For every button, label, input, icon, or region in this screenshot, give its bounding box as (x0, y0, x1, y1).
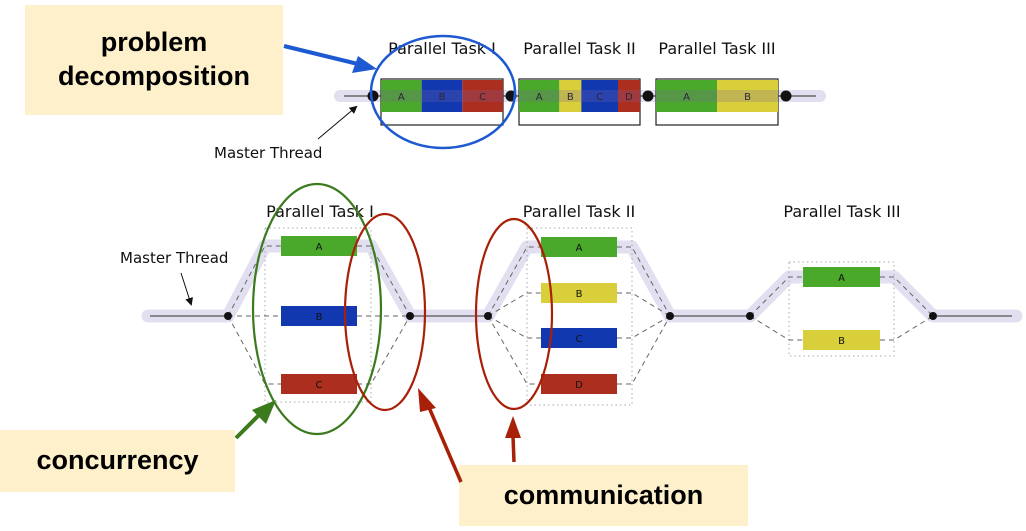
task-block-c (462, 80, 503, 112)
communication-arrow-2-shaft (511, 435, 516, 463)
task-block-a (519, 80, 560, 112)
communication-arrow-1-head-icon (418, 388, 436, 412)
thread-path-d (487, 315, 671, 385)
decomposition-ellipse (369, 34, 517, 150)
concurrency-ellipse (251, 182, 383, 436)
task-block-label: D (575, 380, 583, 391)
communication-ellipse-2 (474, 217, 554, 411)
annotations (234, 34, 554, 483)
callout-problem-decomposition-line2: decomposition (57, 61, 250, 91)
thread-overlay (656, 90, 778, 102)
task-block-b (281, 306, 357, 326)
sync-node (367, 90, 379, 102)
task-block-label: B (316, 312, 323, 323)
callout-communication: communication (459, 465, 748, 526)
task-block-b (559, 80, 582, 112)
task-block-c (581, 80, 618, 112)
join-node (406, 312, 414, 320)
task-block-b (421, 80, 463, 112)
thread-path-b (487, 292, 671, 317)
task-block-label: B (744, 92, 751, 103)
task-block-d (618, 80, 640, 112)
sync-node (642, 90, 654, 102)
task-block-label: C (316, 380, 323, 391)
task-title: Parallel Task III (658, 39, 775, 58)
master-thread-pointer-icon (180, 272, 193, 306)
fork-node (746, 312, 754, 320)
task-block-label: B (567, 92, 574, 103)
thread-path-c (227, 315, 411, 385)
task-block-label: A (683, 92, 690, 103)
task-block-label: A (398, 92, 405, 103)
thread-path-b (749, 315, 934, 341)
thread-path-a (227, 245, 411, 317)
task-title: Parallel Task I (266, 202, 374, 221)
master-thread-label-top: Master Thread (214, 144, 322, 162)
callout-concurrency: concurrency (0, 430, 235, 492)
join-node (929, 312, 937, 320)
task-frame (526, 227, 633, 406)
task-block-label: A (576, 243, 583, 254)
fork-node (484, 312, 492, 320)
task-block-b (541, 283, 617, 303)
thread-overlay (519, 90, 640, 102)
task-block-label: C (596, 92, 603, 103)
task-block-a (803, 267, 880, 287)
concurrency-arrow-head-icon (252, 400, 276, 424)
task-block-d (541, 374, 617, 394)
task-block-a (281, 236, 357, 256)
bottom-diagram: Parallel Task I A B C Parallel Task II A B C D Pa… (120, 202, 1023, 406)
task-block-label: B (439, 92, 446, 103)
task-block-label: C (479, 92, 486, 103)
task-block-a (381, 80, 422, 112)
task-frame (788, 261, 895, 357)
task-title: Parallel Task I (388, 39, 496, 58)
task-block-label: A (536, 92, 543, 103)
communication-arrow-1-shaft (426, 404, 463, 483)
task-frame (264, 227, 372, 403)
master-thread-label-bottom: Master Thread (120, 249, 228, 267)
callout-problem-decomposition: problem decomposition (25, 5, 283, 115)
task-block-c (541, 328, 617, 348)
task-block-c (281, 374, 357, 394)
thread-overlay (381, 90, 503, 102)
task-title: Parallel Task II (523, 202, 635, 221)
join-node (666, 312, 674, 320)
communication-ellipse-1 (343, 212, 427, 412)
task-block-label: B (576, 289, 583, 300)
task-block-b (717, 80, 778, 112)
task-block-label: B (838, 336, 845, 347)
decomposition-arrow-head-icon (352, 56, 377, 73)
task-title: Parallel Task II (523, 39, 635, 58)
thread-path-c (487, 315, 671, 339)
thread-path-a (487, 246, 671, 317)
callout-problem-decomposition-line1: problem (100, 27, 208, 58)
thread-path-a (749, 276, 934, 317)
master-thread-pointer-icon (317, 105, 358, 140)
task-block-label: A (838, 273, 845, 284)
concurrency-arrow-shaft (234, 412, 262, 440)
top-strip: Parallel Task I A B C Parallel Task II A B C D Pa… (214, 39, 826, 162)
task-block-a (656, 80, 717, 112)
task-block-b (803, 330, 880, 350)
communication-arrow-2-head-icon (505, 416, 521, 438)
fork-node (224, 312, 232, 320)
task-title: Parallel Task III (783, 202, 900, 221)
task-block-a (541, 237, 617, 257)
task-block-label: D (625, 92, 633, 103)
sync-node (780, 90, 792, 102)
task-block-label: C (576, 334, 583, 345)
task-block-label: A (316, 242, 323, 253)
decomposition-arrow-shaft (283, 44, 359, 66)
